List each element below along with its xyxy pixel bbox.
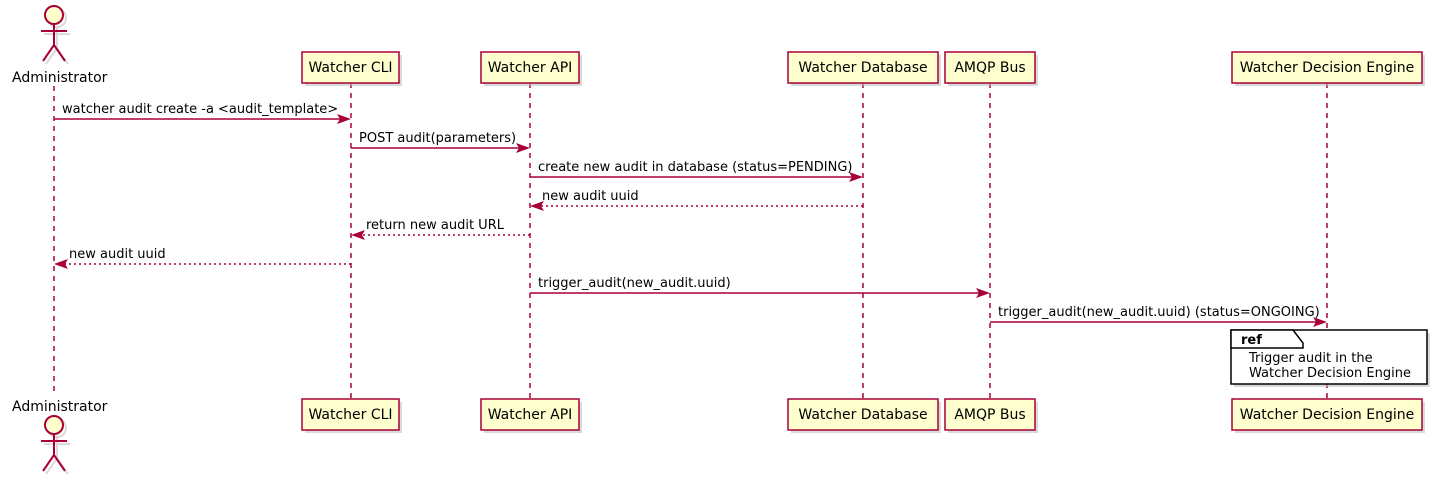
- message-4-label: new audit uuid: [542, 189, 639, 204]
- participant-label-amqp-bus-top: AMQP Bus: [954, 60, 1025, 76]
- message-6-label: new audit uuid: [69, 247, 166, 262]
- participant-watcher-decision-engine-bottom[interactable]: Watcher Decision Engine: [1231, 398, 1425, 433]
- participant-label-watcher-api-bottom: Watcher API: [488, 407, 573, 423]
- ref-body-line-1: Trigger audit in the: [1248, 351, 1373, 366]
- message-2-label: POST audit(parameters): [359, 131, 516, 146]
- message-2[interactable]: POST audit(parameters): [351, 131, 530, 153]
- stick-figure-icon: [41, 5, 70, 65]
- participant-watcher-decision-engine-top[interactable]: Watcher Decision Engine: [1231, 51, 1425, 86]
- actor-administrator-bottom[interactable]: Administrator: [12, 399, 108, 475]
- dotted-return-arrow-icon: [54, 259, 68, 269]
- ref-keyword-label: ref: [1241, 333, 1262, 348]
- dotted-return-arrow-icon: [351, 230, 365, 240]
- lifelines-group: [53, 83, 1328, 398]
- actor-label-bottom: Administrator: [12, 399, 108, 415]
- participant-watcher-cli-bottom[interactable]: Watcher CLI: [301, 398, 402, 433]
- message-1[interactable]: watcher audit create -a <audit_template>: [54, 102, 351, 124]
- participant-watcher-api-top[interactable]: Watcher API: [480, 51, 582, 86]
- message-6[interactable]: new audit uuid: [54, 247, 351, 269]
- message-7[interactable]: trigger_audit(new_audit.uuid): [530, 276, 990, 298]
- actor-administrator-top[interactable]: Administrator: [12, 5, 108, 86]
- solid-arrow-icon: [976, 288, 990, 298]
- message-8-label: trigger_audit(new_audit.uuid) (status=ON…: [998, 305, 1320, 320]
- participant-label-watcher-database-bottom: Watcher Database: [798, 407, 927, 423]
- message-1-label: watcher audit create -a <audit_template>: [62, 102, 338, 117]
- message-7-label: trigger_audit(new_audit.uuid): [538, 276, 731, 291]
- dotted-return-arrow-icon: [530, 201, 544, 211]
- participant-label-watcher-database-top: Watcher Database: [798, 60, 927, 76]
- participant-label-watcher-api-top: Watcher API: [488, 60, 573, 76]
- participant-label-amqp-bus-bottom: AMQP Bus: [954, 407, 1025, 423]
- message-5[interactable]: return new audit URL: [351, 218, 530, 240]
- actor-label-top: Administrator: [12, 70, 108, 86]
- message-3-label: create new audit in database (status=PEN…: [538, 160, 853, 175]
- participant-boxes-bottom: Watcher CLI Watcher API Watcher Database…: [301, 398, 1425, 433]
- participant-amqp-bus-bottom[interactable]: AMQP Bus: [944, 398, 1038, 433]
- participant-amqp-bus-top[interactable]: AMQP Bus: [944, 51, 1038, 86]
- message-4[interactable]: new audit uuid: [530, 189, 863, 211]
- ref-body-line-2: Watcher Decision Engine: [1249, 366, 1411, 381]
- solid-arrow-icon: [337, 114, 351, 124]
- message-5-label: return new audit URL: [366, 218, 505, 233]
- solid-arrow-icon: [849, 172, 863, 182]
- solid-arrow-icon: [1313, 317, 1327, 327]
- participant-label-watcher-cli-top: Watcher CLI: [308, 60, 392, 76]
- participant-watcher-api-bottom[interactable]: Watcher API: [480, 398, 582, 433]
- participant-boxes-top: Watcher CLI Watcher API Watcher Database…: [301, 51, 1425, 86]
- ref-fragment[interactable]: ref Trigger audit in the Watcher Decisio…: [1230, 329, 1430, 387]
- participant-watcher-database-top[interactable]: Watcher Database: [787, 51, 941, 86]
- participant-watcher-cli-top[interactable]: Watcher CLI: [301, 51, 402, 86]
- participant-label-watcher-decision-engine-bottom: Watcher Decision Engine: [1240, 407, 1414, 423]
- solid-arrow-icon: [516, 143, 530, 153]
- ref-tab-shape: [1230, 329, 1304, 349]
- participant-label-watcher-decision-engine-top: Watcher Decision Engine: [1240, 60, 1414, 76]
- participant-label-watcher-cli-bottom: Watcher CLI: [308, 407, 392, 423]
- message-3[interactable]: create new audit in database (status=PEN…: [530, 160, 863, 182]
- message-8[interactable]: trigger_audit(new_audit.uuid) (status=ON…: [990, 305, 1327, 327]
- stick-figure-icon: [41, 415, 70, 475]
- participant-watcher-database-bottom[interactable]: Watcher Database: [787, 398, 941, 433]
